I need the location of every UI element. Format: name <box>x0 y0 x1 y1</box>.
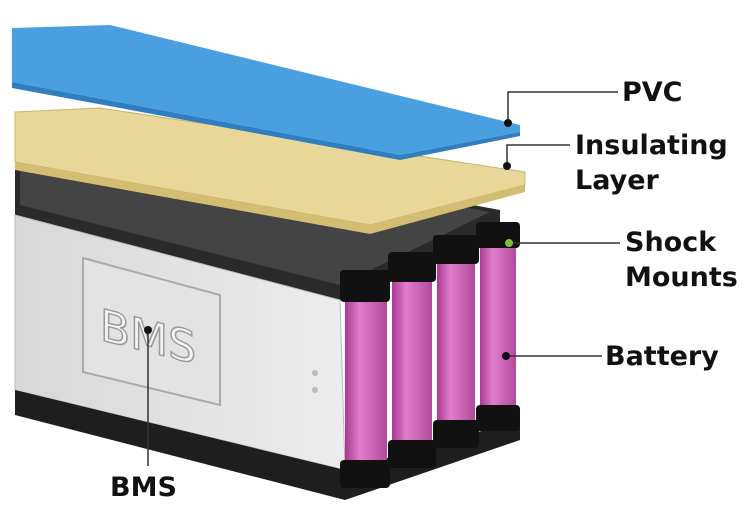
label-bms: BMS <box>110 472 177 503</box>
pvc-sheet <box>12 25 520 155</box>
label-insulating-line1: Insulating <box>575 130 728 161</box>
shock-dot <box>505 239 513 247</box>
pvc-dot <box>504 119 512 127</box>
label-insulating-line2: Layer <box>575 165 659 196</box>
label-pvc: PVC <box>622 77 683 108</box>
bottom-mounts <box>15 390 520 500</box>
battery-cells <box>340 222 520 488</box>
bms-dot <box>144 326 152 334</box>
battery-dot <box>502 352 510 360</box>
leader-lines <box>147 91 620 466</box>
label-battery: Battery <box>605 341 719 372</box>
label-shock-line1: Shock <box>625 227 717 258</box>
label-shock-line2: Mounts <box>625 262 738 293</box>
insulating-dot <box>503 162 511 170</box>
